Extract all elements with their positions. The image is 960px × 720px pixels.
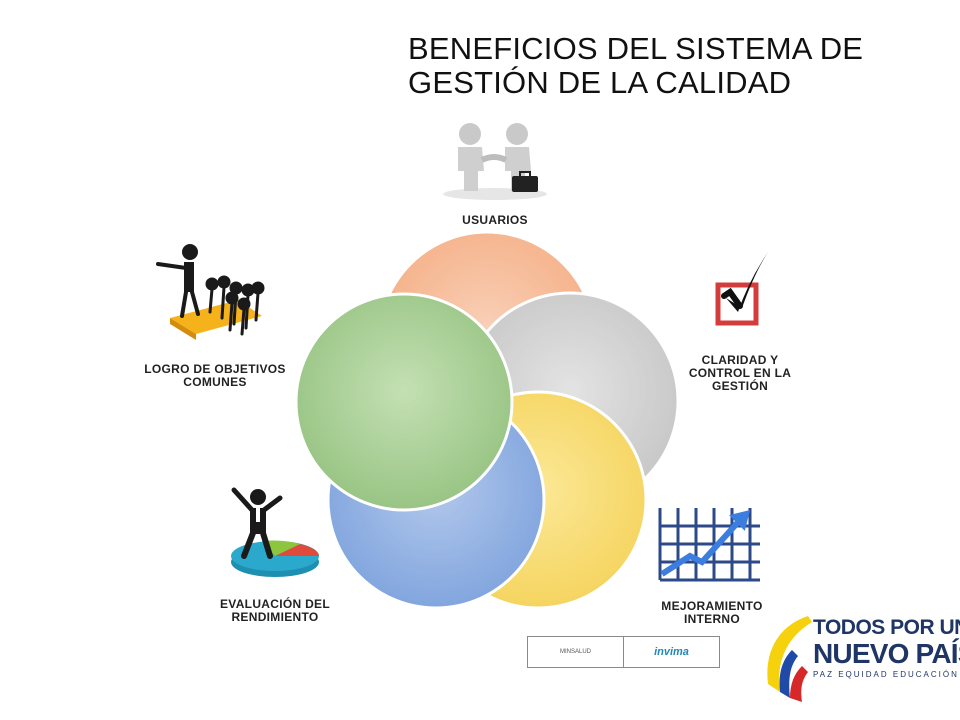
label-claridad-line-2: CONTROL EN LA — [688, 366, 792, 380]
growth-chart-icon — [658, 508, 760, 582]
label-mejoramiento-line-1: MEJORAMIENTO — [661, 599, 763, 613]
label-claridad-line-1: CLARIDAD Y — [701, 353, 779, 367]
label-evaluacion-line-2: RENDIMIENTO — [231, 610, 319, 624]
brand-logo: TODOS POR UN NUEVO PAÍS PAZ EQUIDAD EDUC… — [813, 616, 960, 681]
page-title: BENEFICIOS DEL SISTEMA DE GESTIÓN DE LA … — [408, 32, 928, 100]
label-usuarios: USUARIOS — [440, 214, 550, 227]
label-claridad-line-3: GESTIÓN — [711, 379, 769, 393]
partner-logos-box: MINSALUD invima — [527, 636, 720, 668]
brand-line-2: NUEVO PAÍS — [813, 638, 960, 669]
handshake-icon — [443, 123, 547, 200]
invima-logo: invima — [623, 637, 719, 667]
leader-team-icon — [156, 244, 265, 340]
label-logro-line-2: COMUNES — [183, 375, 247, 389]
label-mejoramiento: MEJORAMIENTO INTERNO — [642, 600, 782, 626]
label-usuarios-line-1: USUARIOS — [462, 213, 528, 227]
label-claridad: CLARIDAD Y CONTROL EN LA GESTIÓN — [670, 354, 810, 393]
checkbox-checkmark-icon — [715, 252, 768, 326]
brand-line-1: TODOS POR UN — [813, 616, 960, 639]
pie-chart-person-icon — [231, 487, 319, 577]
label-evaluacion-line-1: EVALUACIÓN DEL — [220, 597, 330, 611]
label-logro-line-1: LOGRO DE OBJETIVOS — [144, 362, 286, 376]
label-logro: LOGRO DE OBJETIVOS COMUNES — [125, 363, 305, 389]
title-line-1: BENEFICIOS DEL SISTEMA DE — [408, 31, 864, 66]
label-mejoramiento-line-2: INTERNO — [683, 612, 741, 626]
colombia-flag-swoosh-icon — [767, 616, 812, 702]
minsalud-logo: MINSALUD — [559, 649, 591, 655]
label-evaluacion: EVALUACIÓN DEL RENDIMIENTO — [195, 598, 355, 624]
circle-logro — [294, 292, 514, 512]
brand-line-3: PAZ EQUIDAD EDUCACIÓN — [813, 670, 959, 679]
title-line-2: GESTIÓN DE LA CALIDAD — [408, 65, 792, 100]
